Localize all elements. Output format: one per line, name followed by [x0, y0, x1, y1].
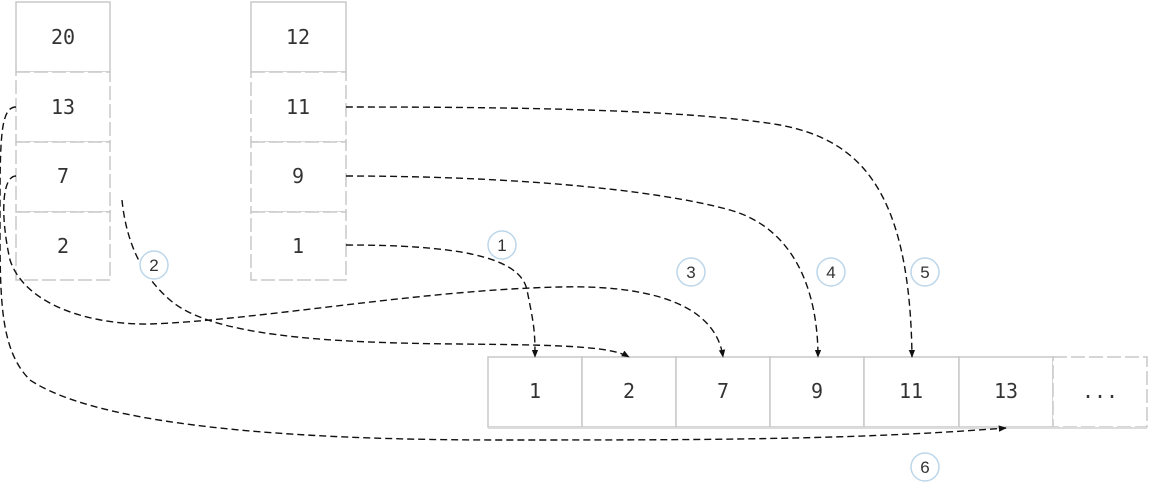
result-value: ... — [1082, 379, 1118, 403]
step-badge-2: 2 — [139, 250, 169, 280]
svg-text:4: 4 — [826, 263, 835, 282]
stack-b-value: 12 — [286, 25, 310, 49]
stack-b-cell-1 — [250, 71, 347, 143]
step-badge-6: 6 — [910, 452, 940, 482]
stack-b-value: 11 — [286, 95, 310, 119]
stack-b-value: 9 — [292, 164, 304, 188]
result-value: 9 — [811, 379, 823, 403]
step-badge-3: 3 — [676, 257, 706, 287]
result-array: 1 2 7 9 11 13 ... — [487, 356, 1148, 429]
svg-text:6: 6 — [920, 458, 929, 477]
arrow-5 — [345, 106, 916, 358]
result-cell-1 — [581, 356, 677, 428]
svg-text:2: 2 — [149, 256, 158, 275]
result-value: 2 — [623, 379, 635, 403]
stack-a-cell-0 — [15, 1, 111, 73]
result-cell-4 — [863, 356, 960, 428]
step-badge-5: 5 — [910, 257, 940, 287]
stack-a-value: 2 — [57, 234, 69, 258]
stack-b-value: 1 — [292, 234, 304, 258]
result-value: 11 — [899, 379, 923, 403]
stack-a-value: 20 — [51, 25, 75, 49]
result-value: 7 — [717, 379, 729, 403]
step-badges: 1 2 3 4 5 6 — [139, 230, 940, 482]
arrow-6 — [0, 106, 1007, 441]
arrow-4 — [345, 175, 822, 358]
result-value: 13 — [994, 379, 1018, 403]
arrow-2 — [121, 199, 630, 358]
stack-a-cell-1 — [15, 71, 111, 143]
stack-a-value: 7 — [57, 164, 69, 188]
stack-a: 20 13 7 2 — [15, 1, 111, 281]
stack-a-value: 13 — [51, 95, 75, 119]
arrow-1 — [345, 244, 539, 358]
arrow-3 — [3, 175, 726, 358]
svg-text:1: 1 — [497, 236, 506, 255]
svg-text:3: 3 — [686, 263, 695, 282]
stack-a-cell-3 — [15, 211, 111, 281]
step-badge-1: 1 — [487, 230, 517, 260]
stack-a-cell-2 — [15, 141, 111, 213]
result-cell-5 — [958, 356, 1054, 428]
step-badge-4: 4 — [816, 257, 846, 287]
stack-b-cell-3 — [250, 211, 347, 281]
result-value: 1 — [529, 379, 541, 403]
svg-text:5: 5 — [920, 263, 929, 282]
stack-b: 12 11 9 1 — [250, 1, 347, 281]
stack-b-cell-2 — [250, 141, 347, 213]
